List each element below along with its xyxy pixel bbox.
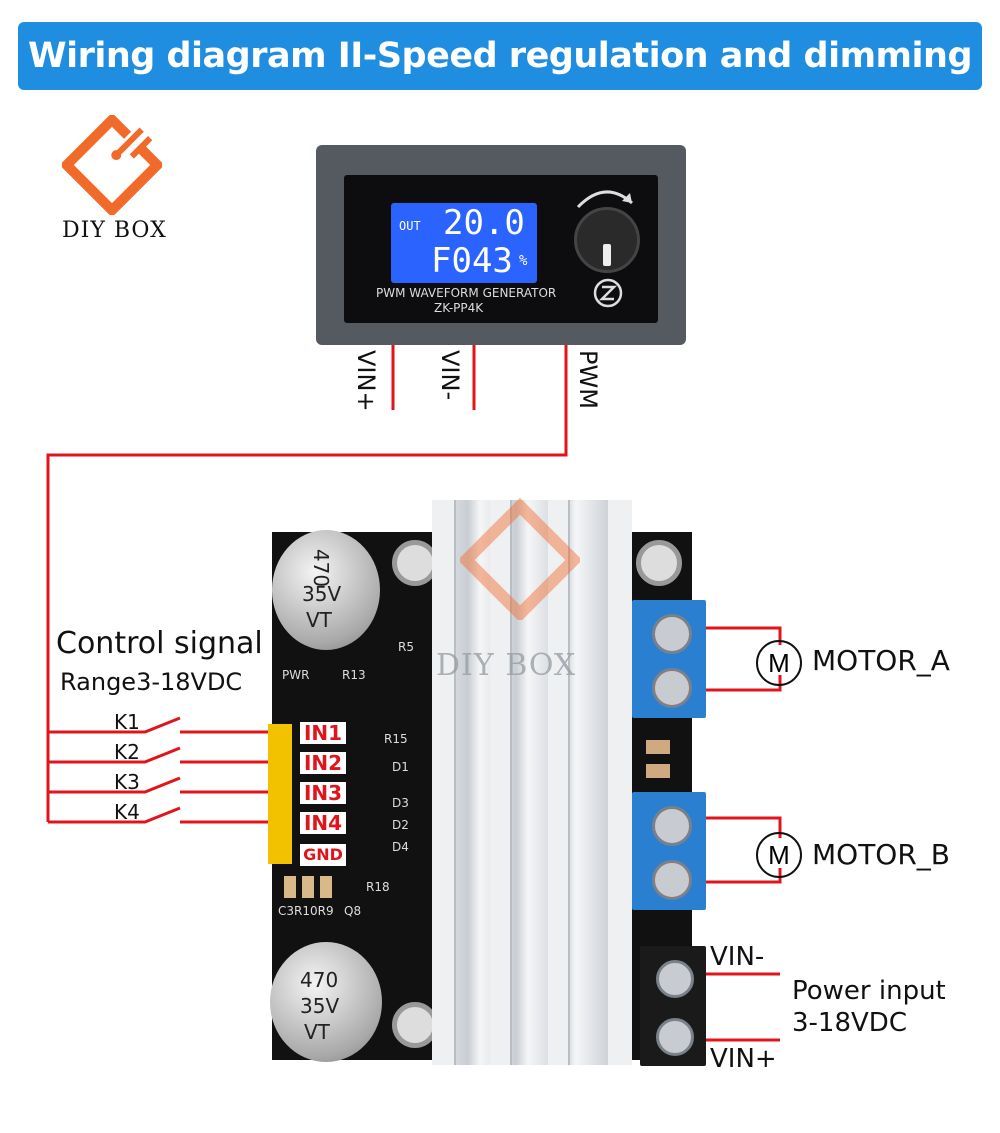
power-input-label: Power input	[792, 976, 946, 1006]
lcd-out-label: OUT	[399, 219, 421, 233]
pin-in4: IN4	[300, 812, 346, 834]
terminal-motor-b	[632, 792, 706, 910]
silk-c3r10r9: C3R10R9	[278, 904, 334, 918]
capacitor-bottom: 470 35V VT	[270, 942, 382, 1062]
silk-r5: R5	[398, 640, 414, 654]
rotary-knob[interactable]	[574, 207, 640, 273]
cap-type: VT	[304, 1020, 330, 1044]
motor-a-symbol: M	[756, 640, 802, 686]
power-vin-plus: VIN+	[710, 1044, 777, 1074]
smd-component	[646, 740, 670, 754]
lcd-percent: %	[519, 253, 528, 269]
capacitor-top: 470 35V VT	[272, 530, 380, 650]
motor-b-symbol: M	[756, 832, 802, 878]
cap-type: VT	[306, 608, 332, 632]
cap-voltage: 35V	[300, 994, 340, 1018]
lcd-frequency: 20.0	[443, 203, 525, 243]
watermark-logo-icon	[460, 497, 580, 620]
smd-component	[646, 764, 670, 778]
pin-header	[268, 724, 292, 864]
power-input-range: 3-18VDC	[792, 1008, 907, 1038]
generator-model: ZK-PP4K	[434, 301, 484, 315]
pwm-generator-module: OUT 20.0 F043 % PWM WAVEFORM GENERATOR Z…	[316, 145, 686, 345]
silk-d4: D4	[392, 840, 409, 854]
heatsink	[432, 500, 632, 1065]
terminal-motor-a	[632, 600, 706, 718]
diy-box-logo-icon	[62, 115, 162, 215]
motor-b-label: MOTOR_B	[812, 838, 951, 871]
switch-label-k3: K3	[114, 770, 140, 794]
silk-d2: D2	[392, 818, 409, 832]
lcd-duty: F043	[431, 241, 513, 281]
rotate-arrow-icon	[576, 190, 633, 209]
zk-logo-icon	[593, 278, 623, 308]
motor-a-label: MOTOR_A	[812, 644, 950, 677]
cap-voltage: 35V	[302, 582, 342, 606]
terminal-power	[640, 946, 706, 1066]
control-signal-range: Range3-18VDC	[60, 668, 243, 696]
watermark-text: DIY BOX	[436, 648, 577, 683]
smd-component	[284, 876, 296, 898]
smd-component	[302, 876, 314, 898]
silk-pwr: PWR	[282, 668, 310, 682]
power-vin-minus: VIN-	[710, 942, 765, 972]
silk-r15: R15	[384, 732, 408, 746]
pin-in1: IN1	[300, 722, 346, 744]
switch-label-k2: K2	[114, 740, 140, 764]
mount-hole	[636, 540, 682, 586]
gen-pin-vin-minus: VIN-	[436, 350, 464, 401]
pin-in3: IN3	[300, 782, 346, 804]
silk-q8: Q8	[344, 904, 362, 918]
silk-r13: R13	[342, 668, 366, 682]
smd-component	[320, 876, 332, 898]
cap-value: 470	[300, 968, 339, 992]
banner-title: Wiring diagram II-Speed regulation and d…	[18, 22, 982, 144]
generator-caption: PWM WAVEFORM GENERATOR	[376, 286, 557, 300]
wire-pwm	[46, 345, 568, 822]
pin-in2: IN2	[300, 752, 346, 774]
silk-d1: D1	[392, 760, 409, 774]
gen-pin-pwm: PWM	[574, 350, 602, 409]
silk-r18: R18	[366, 880, 390, 894]
control-signal-title: Control signal	[56, 626, 263, 661]
gen-pin-vin-plus: VIN+	[352, 350, 380, 412]
pin-gnd: GND	[300, 844, 346, 866]
silk-d3: D3	[392, 796, 409, 810]
lcd-display: OUT 20.0 F043 %	[391, 203, 537, 283]
switch-label-k4: K4	[114, 800, 140, 824]
switch-k1	[48, 716, 181, 734]
brand-name: DIY BOX	[62, 218, 167, 243]
switch-label-k1: K1	[114, 710, 140, 734]
